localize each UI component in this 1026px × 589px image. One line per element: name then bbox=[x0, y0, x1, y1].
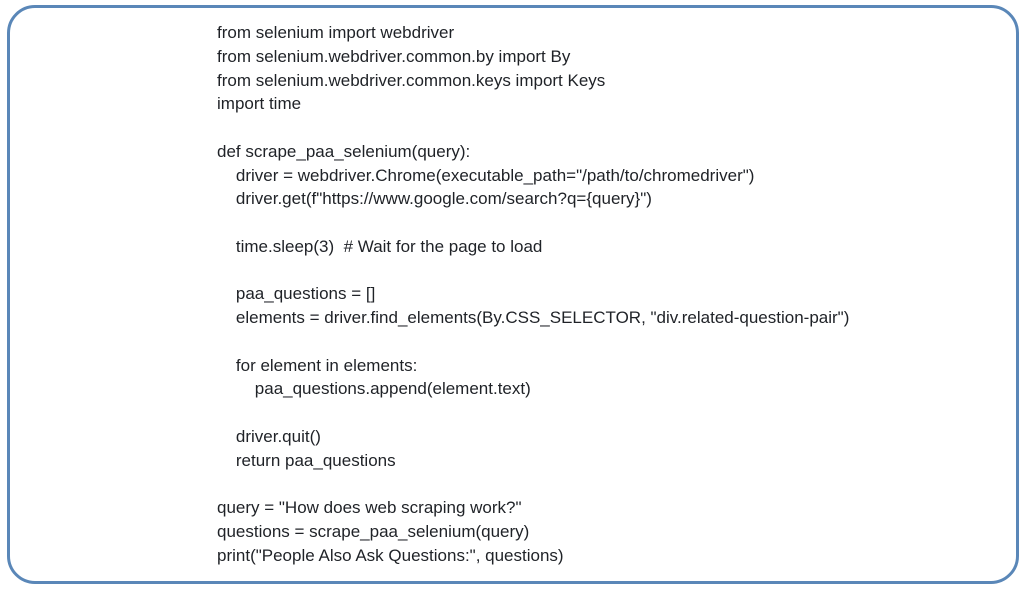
code-line: paa_questions = [] bbox=[217, 284, 376, 304]
code-line: query = "How does web scraping work?" bbox=[217, 498, 522, 517]
code-line: from selenium import webdriver bbox=[217, 23, 455, 42]
code-line: from selenium.webdriver.common.keys impo… bbox=[217, 70, 606, 90]
code-line: print("People Also Ask Questions:", ques… bbox=[217, 545, 564, 565]
code-line: driver = webdriver.Chrome(executable_pat… bbox=[217, 165, 755, 185]
code-line bbox=[217, 472, 849, 496]
code-frame bbox=[7, 5, 1019, 584]
code-line: return paa_questions bbox=[217, 450, 396, 470]
code-line: for element in elements: bbox=[217, 355, 418, 375]
code-line: driver.get(f"https://www.google.com/sear… bbox=[217, 189, 652, 209]
code-line: elements = driver.find_elements(By.CSS_S… bbox=[217, 308, 850, 327]
code-line: def scrape_paa_selenium(query): bbox=[217, 141, 471, 161]
code-line bbox=[217, 330, 849, 354]
code-line bbox=[217, 116, 849, 140]
code-line bbox=[217, 259, 849, 283]
code-line: questions = scrape_paa_selenium(query) bbox=[217, 521, 530, 541]
code-line: import time bbox=[217, 94, 302, 114]
code-line: driver.quit() bbox=[217, 426, 321, 446]
code-block: from selenium import webdriver from sele… bbox=[217, 21, 849, 567]
code-line: from selenium.webdriver.common.by import… bbox=[217, 46, 571, 66]
code-line bbox=[217, 401, 849, 425]
code-line: paa_questions.append(element.text) bbox=[217, 379, 531, 399]
code-line bbox=[217, 211, 849, 235]
code-line: time.sleep(3) # Wait for the page to loa… bbox=[217, 236, 543, 256]
